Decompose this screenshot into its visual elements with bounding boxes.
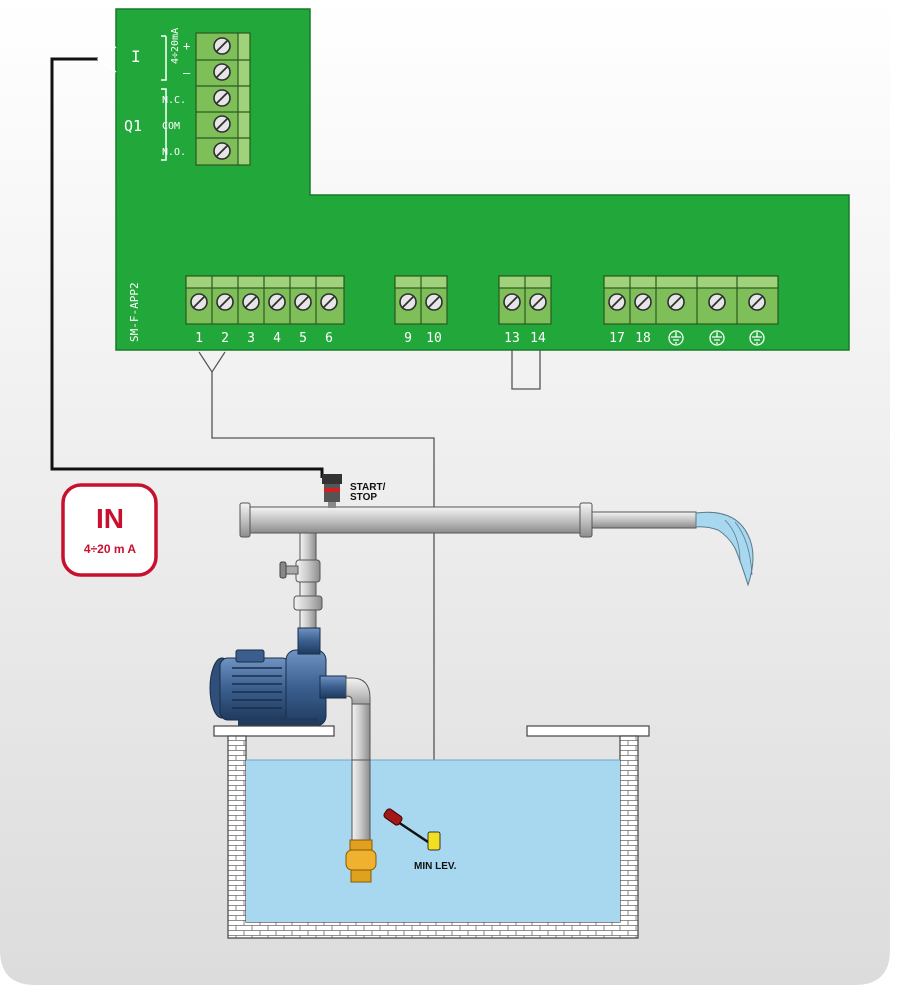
terminal-number-6: 6: [325, 331, 333, 346]
pipe-cap-right: [579, 502, 593, 538]
top-terminal-block: [195, 32, 251, 166]
input-signal-cable: [50, 57, 324, 478]
tank-cover-right: [526, 725, 650, 737]
jumper-13-14: [511, 350, 541, 390]
relay-label: Q1: [124, 117, 142, 135]
input-badge: IN 4÷20 m A: [61, 483, 158, 577]
water-jet: [695, 511, 754, 587]
terminal-number-9: 9: [404, 331, 412, 346]
input-badge-subtitle: 4÷20 m A: [84, 542, 137, 556]
terminal-block-9-10: [394, 275, 448, 325]
pressure-transducer: [322, 474, 342, 508]
terminal-number-1: 1: [195, 331, 203, 346]
terminal-number-18: 18: [635, 331, 651, 346]
input-range-label: 4÷20mA: [170, 28, 181, 64]
min-level-label: MIN LEV.: [414, 861, 457, 872]
outlet-pipe: [591, 511, 697, 529]
terminal-number-17: 17: [609, 331, 625, 346]
input-label: I: [131, 47, 141, 66]
terminal-number-10: 10: [426, 331, 442, 346]
pump-slab: [213, 725, 335, 737]
riser-pipe: [299, 532, 317, 634]
terminal-number-14: 14: [530, 331, 546, 346]
input-split-marker: [96, 46, 117, 73]
control-board: [115, 8, 850, 351]
plus-label: +: [183, 39, 190, 53]
relay-contact-com: COM: [162, 121, 180, 132]
ground-symbols: [668, 330, 765, 346]
centrifugal-pump: [209, 627, 347, 727]
terminal-number-3: 3: [247, 331, 255, 346]
board-id-label: SM-F-APP2: [128, 282, 141, 342]
terminal-number-13: 13: [504, 331, 520, 346]
start-stop-label-2: STOP: [350, 492, 377, 503]
terminal-number-2: 2: [221, 331, 229, 346]
terminal-block-1-6: [185, 275, 345, 325]
terminal-number-4: 4: [273, 331, 281, 346]
gate-valve: [279, 559, 323, 611]
float-switch-cable: [211, 372, 435, 832]
minus-label: –: [183, 66, 191, 80]
input-bracket: [161, 35, 167, 81]
level-float-switch: [383, 808, 441, 851]
relay-contact-no: N.O.: [162, 147, 186, 158]
terminal-block-13-14: [498, 275, 552, 325]
relay-contact-nc: N.C.: [162, 95, 186, 106]
input-badge-title: IN: [96, 503, 124, 534]
relay-bracket: [161, 88, 167, 161]
pipe-cap-left: [239, 502, 251, 538]
start-stop-label-1: START/: [350, 482, 386, 493]
discharge-pipe: [247, 506, 583, 534]
terminal-number-5: 5: [299, 331, 307, 346]
terminal-block-17-ground: [603, 275, 779, 325]
